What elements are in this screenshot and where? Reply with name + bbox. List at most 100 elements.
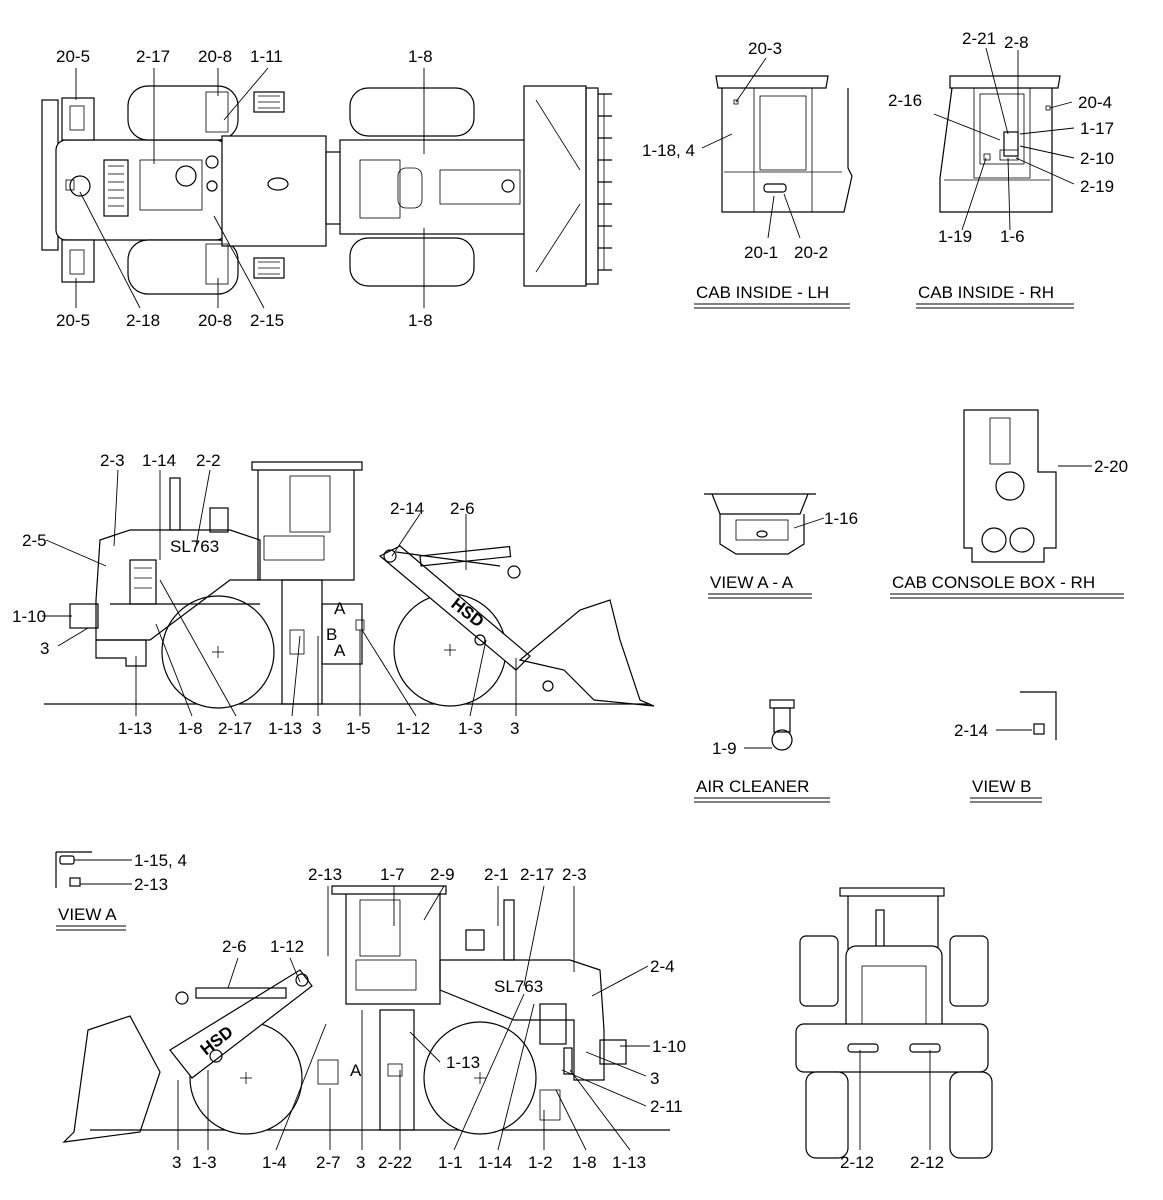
label-rs-1-13b: 1-13 xyxy=(612,1153,646,1172)
model-badge-left: SL763 xyxy=(170,537,219,556)
label-va-1-15: 1-15, 4 xyxy=(134,851,187,870)
label-rs-2-4: 2-4 xyxy=(650,957,675,976)
label-lh-1-18: 1-18, 4 xyxy=(642,141,695,160)
label-top-1-8a: 1-8 xyxy=(408,47,433,66)
label-rs-1-4: 1-4 xyxy=(262,1153,287,1172)
label-ls-1-5: 1-5 xyxy=(346,719,371,738)
model-badge-right: SL763 xyxy=(494,977,543,996)
left-side-view xyxy=(44,461,655,709)
caption-view-b: VIEW B xyxy=(972,777,1032,796)
label-rs-2-17: 2-17 xyxy=(520,865,554,884)
label-rs-2-9: 2-9 xyxy=(430,865,455,884)
label-ls-3a: 3 xyxy=(40,639,49,658)
section-mark-a: A xyxy=(334,599,346,618)
label-rs-2-3: 2-3 xyxy=(562,865,587,884)
label-fr-2-12a: 2-12 xyxy=(840,1153,874,1172)
label-ls-1-13a: 1-13 xyxy=(118,719,152,738)
label-ls-1-10: 1-10 xyxy=(12,607,46,626)
view-a xyxy=(55,851,92,888)
label-ls-2-2: 2-2 xyxy=(196,451,221,470)
caption-air-cleaner: AIR CLEANER xyxy=(696,777,809,796)
label-ls-2-14: 2-14 xyxy=(390,499,424,518)
label-ls-1-3: 1-3 xyxy=(458,719,483,738)
view-captions: CAB INSIDE - LH CAB INSIDE - RH VIEW A -… xyxy=(56,283,1124,931)
label-ls-2-3: 2-3 xyxy=(100,451,125,470)
cab-inside-rh xyxy=(939,75,1061,213)
label-rs-2-1: 2-1 xyxy=(484,865,509,884)
label-top-20-8b: 20-8 xyxy=(198,311,232,330)
label-rh-2-19: 2-19 xyxy=(1080,177,1114,196)
leader-lines xyxy=(42,47,1092,1151)
label-rh-1-17: 1-17 xyxy=(1080,119,1114,138)
label-rh-1-19: 1-19 xyxy=(938,227,972,246)
label-ls-3c: 3 xyxy=(510,719,519,738)
label-lh-20-2: 20-2 xyxy=(794,243,828,262)
label-rs-2-13: 2-13 xyxy=(308,865,342,884)
label-ls-2-5: 2-5 xyxy=(22,531,47,550)
label-top-2-15: 2-15 xyxy=(250,311,284,330)
label-rs-2-6: 2-6 xyxy=(222,937,247,956)
label-rs-1-2: 1-2 xyxy=(528,1153,553,1172)
label-rs-3a: 3 xyxy=(650,1069,659,1088)
label-rh-2-8: 2-8 xyxy=(1004,33,1029,52)
label-rs-1-3: 1-3 xyxy=(192,1153,217,1172)
section-mark-a-right: A xyxy=(350,1061,362,1080)
cab-console-box xyxy=(963,409,1057,563)
label-vb-2-14: 2-14 xyxy=(954,721,988,740)
label-ls-2-17: 2-17 xyxy=(218,719,252,738)
label-top-1-8b: 1-8 xyxy=(408,311,433,330)
top-view xyxy=(41,85,612,295)
label-rs-1-8: 1-8 xyxy=(572,1153,597,1172)
label-rh-2-21: 2-21 xyxy=(962,29,996,48)
label-rh-1-6: 1-6 xyxy=(1000,227,1025,246)
label-ls-1-8: 1-8 xyxy=(178,719,203,738)
label-rs-1-1: 1-1 xyxy=(438,1153,463,1172)
caption-view-a-a: VIEW A - A xyxy=(710,573,794,592)
label-rs-2-11: 2-11 xyxy=(650,1097,683,1116)
label-top-20-5b: 20-5 xyxy=(56,311,90,330)
label-rs-1-7: 1-7 xyxy=(380,865,405,884)
label-va-2-13: 2-13 xyxy=(134,875,168,894)
section-mark-b: B xyxy=(326,625,337,644)
label-top-2-17: 2-17 xyxy=(136,47,170,66)
label-rh-20-4: 20-4 xyxy=(1078,93,1112,112)
label-ls-1-13b: 1-13 xyxy=(268,719,302,738)
label-rh-2-16: 2-16 xyxy=(888,91,922,110)
cab-inside-lh xyxy=(715,75,853,213)
label-top-20-8a: 20-8 xyxy=(198,47,232,66)
label-ls-1-12: 1-12 xyxy=(396,719,430,738)
label-rs-2-22: 2-22 xyxy=(378,1153,412,1172)
label-rh-2-10: 2-10 xyxy=(1080,149,1114,168)
label-ac-1-9: 1-9 xyxy=(712,739,737,758)
label-rs-3c: 3 xyxy=(356,1153,365,1172)
front-view xyxy=(795,887,993,1159)
label-rs-1-12: 1-12 xyxy=(270,937,304,956)
label-con-2-20: 2-20 xyxy=(1094,457,1128,476)
label-top-1-11: 1-11 xyxy=(250,47,283,66)
label-fr-2-12b: 2-12 xyxy=(910,1153,944,1172)
caption-cab-console-box: CAB CONSOLE BOX - RH xyxy=(892,573,1095,592)
caption-cab-inside-lh: CAB INSIDE - LH xyxy=(696,283,829,302)
label-rs-2-7: 2-7 xyxy=(316,1153,341,1172)
label-top-20-5a: 20-5 xyxy=(56,47,90,66)
section-mark-a-lower: A xyxy=(334,641,346,660)
label-lh-20-3: 20-3 xyxy=(748,39,782,58)
label-lh-20-1: 20-1 xyxy=(744,243,778,262)
label-rs-1-13a: 1-13 xyxy=(446,1053,480,1072)
air-cleaner xyxy=(769,699,795,751)
label-top-2-18: 2-18 xyxy=(126,311,160,330)
part-labels: 20-5 2-17 20-8 1-11 1-8 20-5 2-18 20-8 2… xyxy=(12,29,1128,1172)
label-vaa-1-16: 1-16 xyxy=(824,509,858,528)
right-side-view xyxy=(62,885,670,1143)
caption-view-a: VIEW A xyxy=(58,905,117,924)
label-rs-1-10: 1-10 xyxy=(652,1037,686,1056)
label-rs-1-14: 1-14 xyxy=(478,1153,512,1172)
label-ls-3b: 3 xyxy=(312,719,321,738)
label-ls-2-6: 2-6 xyxy=(450,499,475,518)
label-rs-3b: 3 xyxy=(172,1153,181,1172)
view-b xyxy=(1020,691,1057,740)
caption-cab-inside-rh: CAB INSIDE - RH xyxy=(918,283,1054,302)
view-a-a xyxy=(704,493,816,555)
label-ls-1-14: 1-14 xyxy=(142,451,176,470)
